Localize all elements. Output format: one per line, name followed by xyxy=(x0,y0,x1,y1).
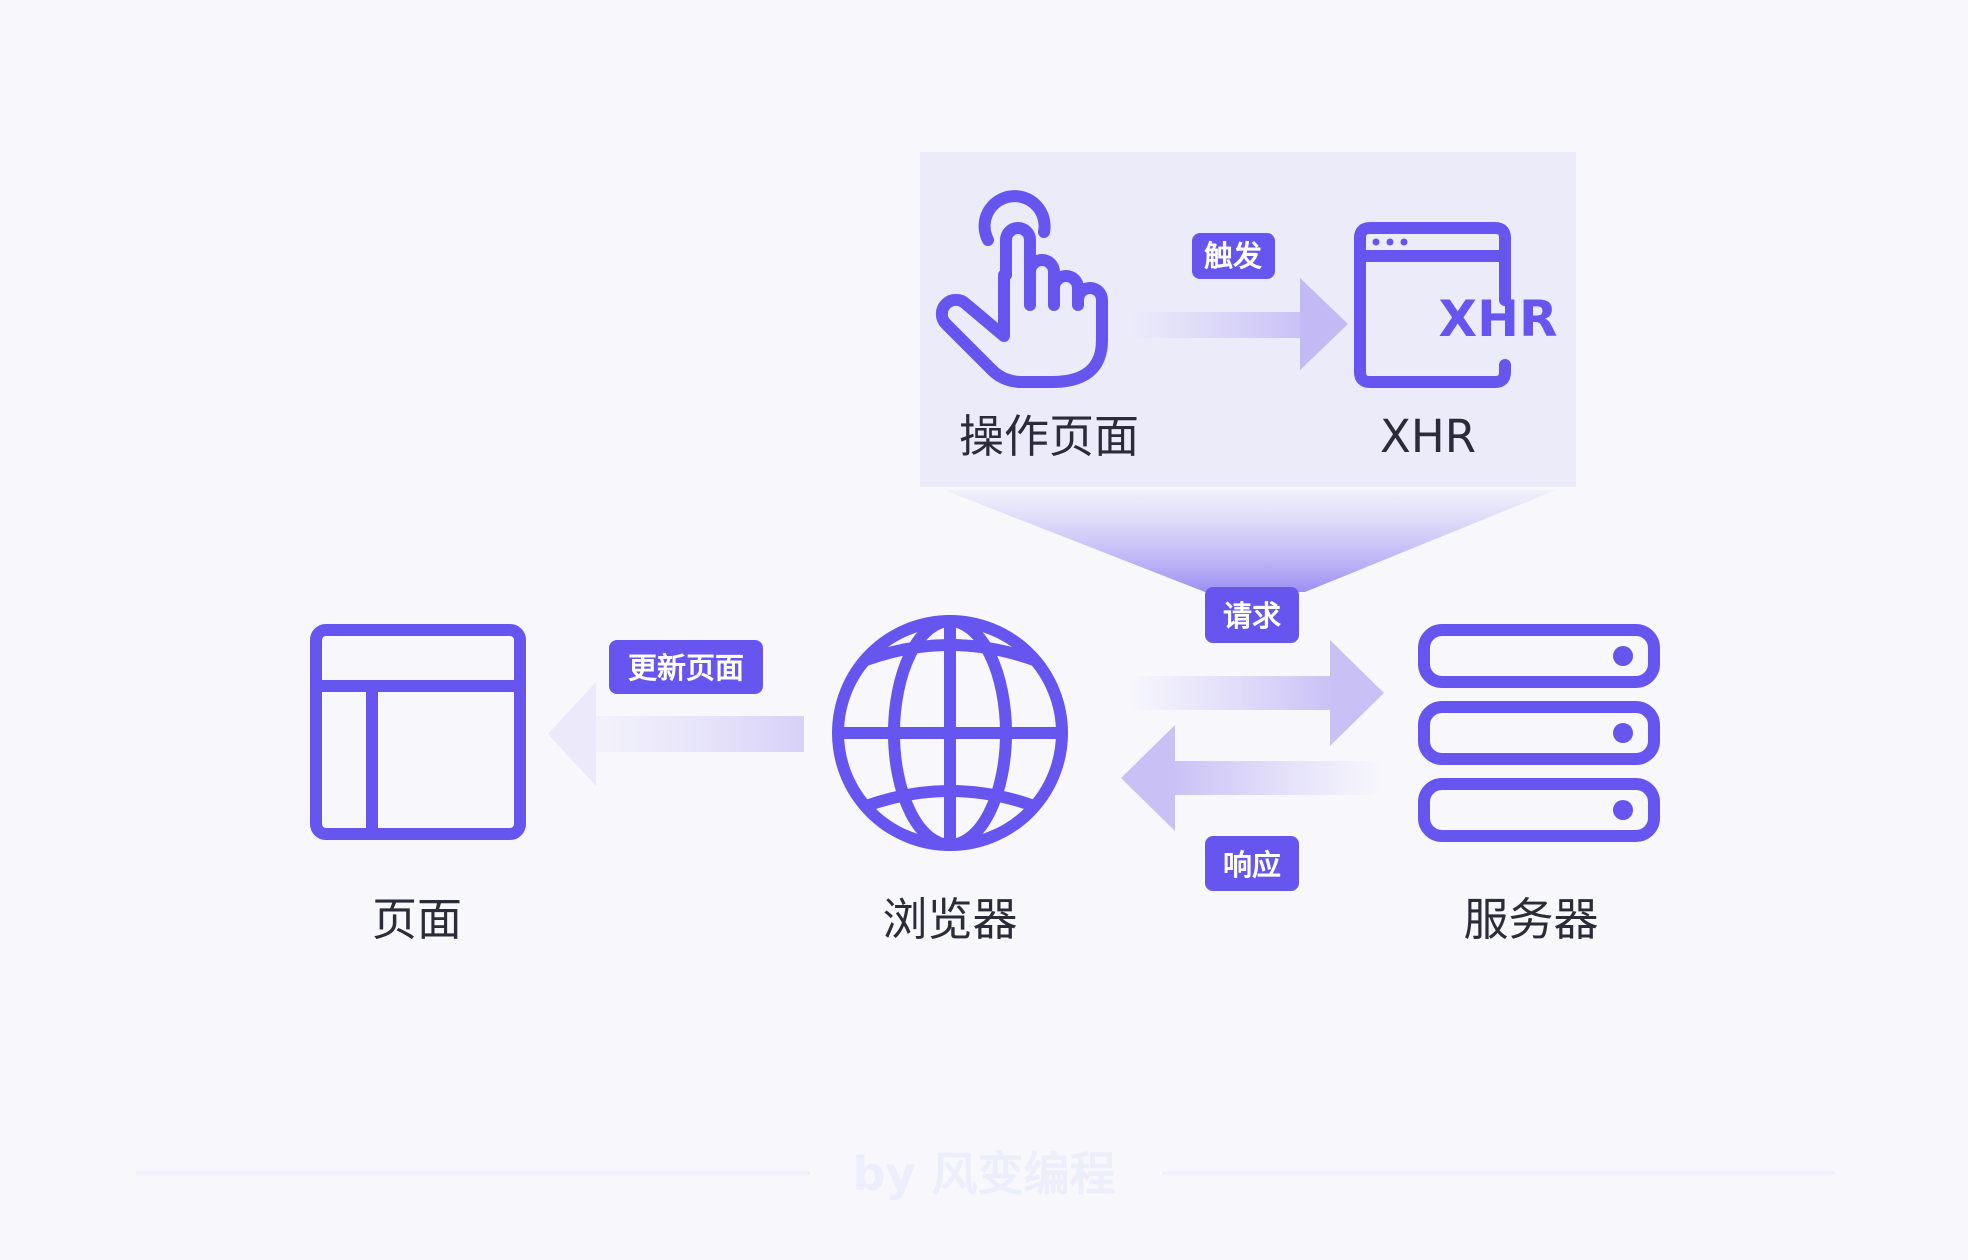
globe-icon xyxy=(832,615,1068,851)
page-layout-icon xyxy=(310,624,526,840)
zoom-funnel xyxy=(944,490,1556,592)
trigger-arrow xyxy=(1130,278,1348,370)
xhr-window-icon: XHR xyxy=(1354,222,1558,388)
xhr-label: XHR xyxy=(1380,410,1476,463)
server-icon xyxy=(1418,624,1660,842)
request-badge xyxy=(1205,587,1299,643)
response-badge-text: 响应 xyxy=(1223,848,1281,882)
request-badge-text: 请求 xyxy=(1223,599,1281,633)
update-page-badge xyxy=(609,640,763,694)
action-label: 操作页面 xyxy=(959,410,1139,463)
trigger-badge xyxy=(1192,233,1275,279)
response-arrow xyxy=(1121,725,1381,831)
xhr-icon-text: XHR xyxy=(1439,290,1558,348)
update-page-badge-text: 更新页面 xyxy=(628,651,744,685)
update-page-arrow xyxy=(548,682,804,786)
trigger-badge-text: 触发 xyxy=(1204,239,1262,273)
response-badge xyxy=(1205,836,1299,891)
server-label: 服务器 xyxy=(1463,893,1598,946)
watermark: by 风变编程 xyxy=(853,1147,1116,1201)
request-arrow xyxy=(1130,640,1384,746)
page-label: 页面 xyxy=(372,893,462,946)
browser-label: 浏览器 xyxy=(882,893,1017,946)
hand-pointer-icon xyxy=(935,190,1108,388)
